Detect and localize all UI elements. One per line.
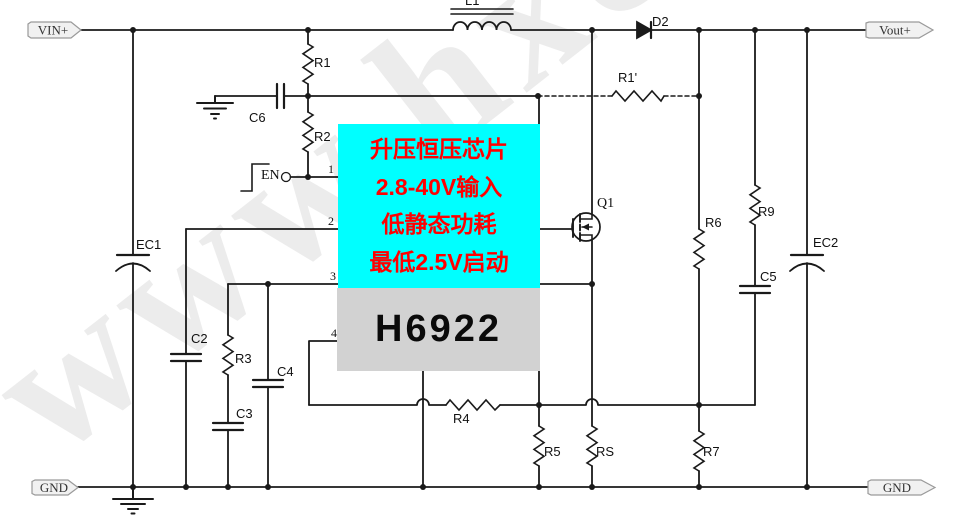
label-c3: C3 [236, 406, 253, 421]
label-r5: R5 [544, 444, 561, 459]
label-l1: L1 [465, 0, 480, 8]
label-c5: C5 [760, 269, 777, 284]
mosfet-q1 [571, 29, 601, 427]
chip-feature-line-2: 2.8-40V输入 [375, 173, 503, 200]
resistor-r9 [748, 29, 762, 287]
inductor-l1 [450, 8, 514, 31]
label-ec1: EC1 [136, 237, 162, 252]
label-ec2: EC2 [813, 235, 839, 250]
ic-pin-wires-left [185, 228, 339, 406]
label-d2: D2 [652, 14, 669, 29]
capacitor-c4 [251, 283, 285, 488]
resistor-rs [585, 425, 599, 488]
port-vin-flag [27, 21, 82, 39]
label-c2: C2 [191, 331, 208, 346]
capacitor-ec2 [789, 29, 825, 488]
port-vout-flag [865, 21, 935, 39]
port-vout-label: Vout+ [879, 23, 911, 38]
port-gnd-right-flag [867, 479, 937, 496]
label-en: EN [261, 168, 280, 183]
chip-feature-line-4: 最低2.5V启动 [369, 248, 509, 275]
feedback-line [308, 398, 756, 412]
diode-d2 [636, 20, 653, 40]
chip-part-number: H6922 [375, 308, 502, 350]
resistor-r4 [445, 398, 501, 412]
pin-number-1: 1 [328, 162, 334, 176]
junction-dots [130, 27, 810, 490]
capacitor-c6 [214, 82, 539, 110]
label-r3: R3 [235, 351, 252, 366]
port-gnd-left-label: GND [40, 480, 68, 495]
chip-feature-line-1: 升压恒压芯片 [370, 136, 508, 163]
capacitor-c3 [211, 421, 245, 488]
label-q1: Q1 [597, 196, 615, 211]
capacitor-ec1 [115, 29, 151, 488]
label-r7: R7 [703, 444, 720, 459]
chip-part-number-box: H6922 [337, 288, 540, 371]
resistor-r1-prime [537, 89, 700, 103]
enable-edge-symbol [240, 163, 270, 192]
ground-symbol-c6 [196, 95, 234, 120]
ground-symbol-bottom [112, 486, 154, 515]
port-vin-label: VIN+ [38, 23, 68, 38]
label-r9: R9 [758, 204, 775, 219]
resistor-r3 [221, 283, 235, 424]
label-r1-prime: R1' [618, 70, 638, 85]
pin-number-4: 4 [331, 326, 337, 340]
capacitor-c5 [738, 284, 772, 406]
pin-number-2: 2 [328, 214, 334, 228]
resistor-r1 [301, 29, 315, 85]
label-r4: R4 [453, 411, 470, 426]
label-rs: RS [596, 444, 615, 459]
label-r6: R6 [705, 215, 722, 230]
resistor-r6 [692, 29, 706, 432]
enable-terminal [280, 171, 339, 183]
label-c6: C6 [249, 110, 266, 125]
label-r2: R2 [314, 129, 331, 144]
capacitor-c2 [169, 228, 203, 488]
pin-number-3: 3 [330, 269, 336, 283]
chip-feature-line-3: 低静态功耗 [381, 211, 497, 238]
resistor-r5 [532, 404, 546, 488]
port-gnd-right-label: GND [883, 480, 911, 495]
ic-pin-stubs [422, 95, 593, 488]
port-gnd-left-flag [31, 479, 79, 496]
label-r1: R1 [314, 55, 331, 70]
chip-feature-callout: 升压恒压芯片 2.8-40V输入 低静态功耗 最低2.5V启动 [338, 124, 540, 288]
resistor-r7 [692, 430, 706, 488]
label-c4: C4 [277, 364, 294, 379]
